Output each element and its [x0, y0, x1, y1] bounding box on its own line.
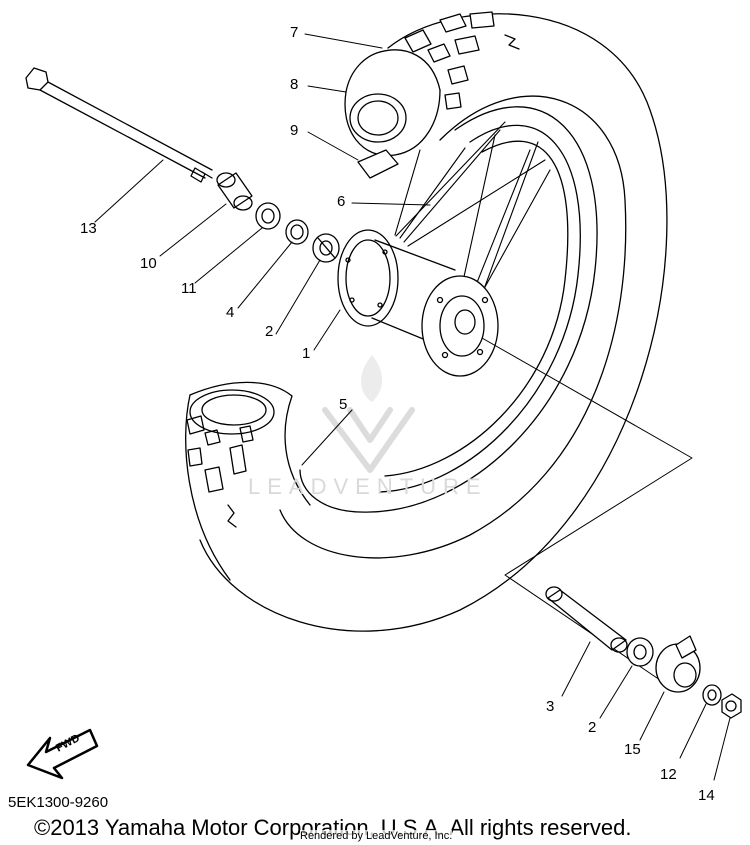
leader-lines	[94, 33, 731, 781]
part-label-5[interactable]: 5	[339, 396, 348, 413]
part-label-15[interactable]: 15	[624, 741, 641, 758]
collar[interactable]	[216, 172, 253, 211]
watermark-logo	[322, 355, 415, 473]
part-label-7[interactable]: 7	[290, 24, 299, 41]
part-label-11[interactable]: 11	[181, 280, 197, 297]
tire[interactable]	[185, 11, 668, 632]
rim-band[interactable]	[357, 149, 399, 179]
part-label-3[interactable]: 3	[546, 698, 555, 715]
part-label-14[interactable]: 14	[698, 787, 715, 804]
part-label-10[interactable]: 10	[140, 255, 157, 272]
watermark-text: LEADVENTURE	[248, 474, 488, 499]
circlip[interactable]	[285, 219, 309, 245]
part-label-6[interactable]: 6	[337, 193, 346, 210]
diagram-code: 5EK1300-9260	[8, 794, 109, 811]
part-label-8[interactable]: 8	[290, 76, 299, 93]
bearing-upper[interactable]	[312, 233, 340, 263]
speedometer-gear-unit[interactable]	[655, 635, 701, 693]
tube-piece[interactable]	[344, 49, 441, 157]
part-label-1[interactable]: 1	[302, 345, 311, 362]
part-label-2-lower[interactable]: 2	[588, 719, 597, 736]
nut[interactable]	[721, 693, 742, 719]
rim[interactable]	[299, 106, 598, 513]
axle-centerline	[481, 337, 693, 681]
part-label-2-upper[interactable]: 2	[265, 323, 274, 340]
bearing-lower[interactable]	[626, 637, 654, 667]
part-label-13[interactable]: 13	[80, 220, 97, 237]
part-label-4[interactable]: 4	[226, 304, 235, 321]
rendered-by-notice: Rendered by LeadVenture, Inc.	[300, 830, 453, 842]
fwd-arrow-icon	[26, 728, 99, 780]
spacer[interactable]	[545, 586, 628, 653]
washer[interactable]	[702, 684, 722, 706]
oil-seal[interactable]	[255, 202, 281, 230]
axle[interactable]	[25, 67, 213, 183]
hub[interactable]	[337, 229, 499, 377]
part-label-12[interactable]: 12	[660, 766, 677, 783]
spokes[interactable]	[394, 121, 551, 306]
part-label-9[interactable]: 9	[290, 122, 299, 139]
